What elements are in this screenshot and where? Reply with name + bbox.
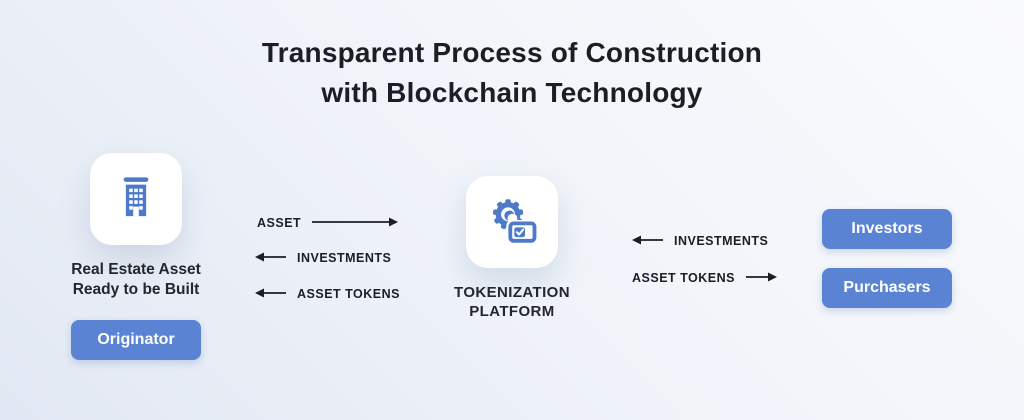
page-title-line1: Transparent Process of Construction (261, 37, 763, 68)
building-icon (109, 170, 163, 229)
arrow-left-icon (255, 251, 286, 266)
flow-investments-right: INVESTMENTS (632, 233, 768, 249)
page-title-line2: with Blockchain Technology (321, 77, 703, 108)
flow-asset-label: ASSET (257, 216, 302, 230)
arrow-left-icon (255, 287, 286, 302)
flow-asset-tokens-left: ASSET TOKENS (255, 286, 400, 302)
tokenization-caption-line2: PLATFORM (469, 303, 555, 320)
flow-investments-right-label: INVESTMENTS (674, 234, 769, 248)
flow-asset-tokens-right: ASSET TOKENS (632, 270, 778, 286)
tokenization-caption-line1: TOKENIZATION (454, 284, 570, 301)
gear-check-icon (485, 193, 539, 252)
flow-asset-tokens-right-label: ASSET TOKENS (632, 271, 736, 285)
arrow-right-icon (312, 216, 399, 231)
tokenization-platform-card (466, 176, 558, 268)
originator-caption-line1: Real Estate Asset (71, 261, 201, 278)
purchasers-button[interactable]: Purchasers (822, 268, 952, 308)
flow-investments-left: INVESTMENTS (255, 250, 391, 266)
investors-button[interactable]: Investors (822, 209, 952, 249)
flow-asset-tokens-left-label: ASSET TOKENS (297, 287, 401, 301)
originator-button[interactable]: Originator (71, 320, 201, 360)
flow-investments-left-label: INVESTMENTS (297, 251, 392, 265)
flow-asset: ASSET (257, 215, 399, 231)
arrow-left-icon (632, 234, 663, 249)
originator-caption-line2: Ready to be Built (72, 281, 200, 298)
originator-card (90, 153, 182, 245)
originator-caption: Real Estate Asset Ready to be Built (36, 260, 236, 300)
page-title: Transparent Process of Construction with… (0, 33, 1024, 113)
tokenization-platform-caption: TOKENIZATION PLATFORM (422, 283, 602, 321)
arrow-right-icon (746, 271, 778, 286)
